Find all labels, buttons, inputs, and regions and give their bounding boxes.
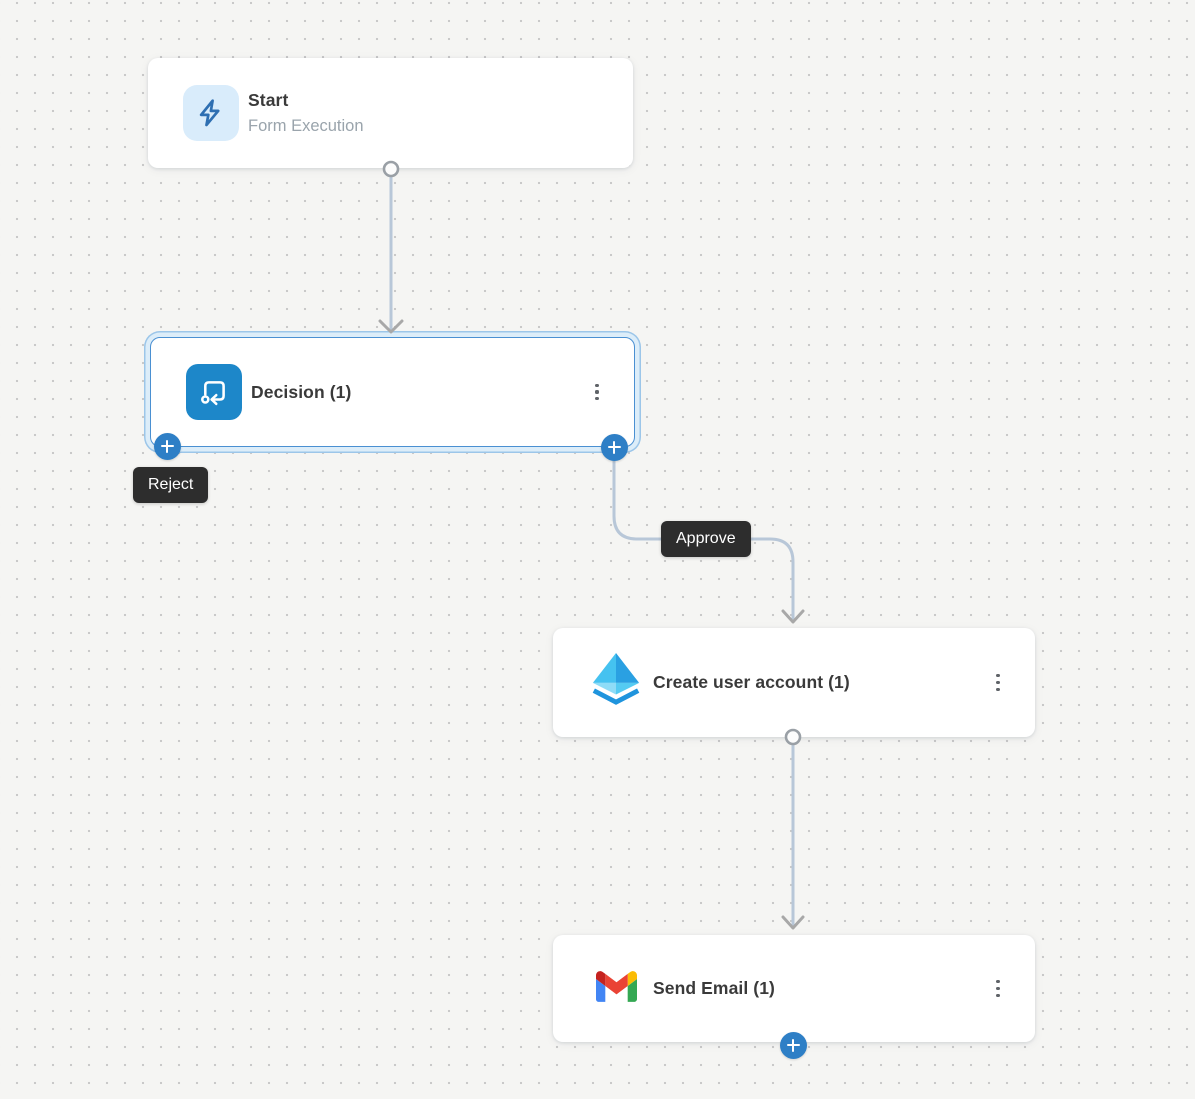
arrowhead-send-email <box>781 915 805 930</box>
node-title: Start <box>248 90 289 110</box>
node-send-email[interactable]: Send Email (1) <box>553 935 1035 1042</box>
output-handle-create-user[interactable] <box>784 728 802 746</box>
add-step-button-reject-branch[interactable] <box>153 432 181 460</box>
node-decision[interactable]: Decision (1) <box>150 337 635 447</box>
node-title: Create user account (1) <box>653 672 850 692</box>
node-title: Send Email (1) <box>653 978 775 998</box>
arrowhead-create-user <box>781 609 805 624</box>
add-step-button-after-send-email[interactable] <box>779 1031 807 1059</box>
more-options-icon[interactable] <box>987 666 1009 700</box>
node-subtitle: Form Execution <box>248 117 364 135</box>
more-options-icon[interactable] <box>987 972 1009 1006</box>
gmail-icon <box>595 970 637 1007</box>
arrowhead-decision <box>378 319 404 334</box>
node-start[interactable]: Start Form Execution <box>148 58 633 168</box>
branch-label-approve: Approve <box>661 521 751 557</box>
zoho-creator-pyramid-icon <box>589 651 643 714</box>
node-title: Decision (1) <box>251 381 352 402</box>
decision-icon-box <box>177 364 251 420</box>
start-icon-box <box>174 85 248 141</box>
output-handle-start[interactable] <box>382 160 400 178</box>
add-step-button-approve-branch[interactable] <box>600 433 628 461</box>
send-email-icon-box <box>579 970 653 1007</box>
decision-loop-icon <box>186 364 242 420</box>
node-create-user-account[interactable]: Create user account (1) <box>553 628 1035 737</box>
create-user-icon-box <box>579 651 653 714</box>
lightning-icon <box>183 85 239 141</box>
branch-label-reject: Reject <box>133 467 209 503</box>
more-options-icon[interactable] <box>586 375 608 409</box>
